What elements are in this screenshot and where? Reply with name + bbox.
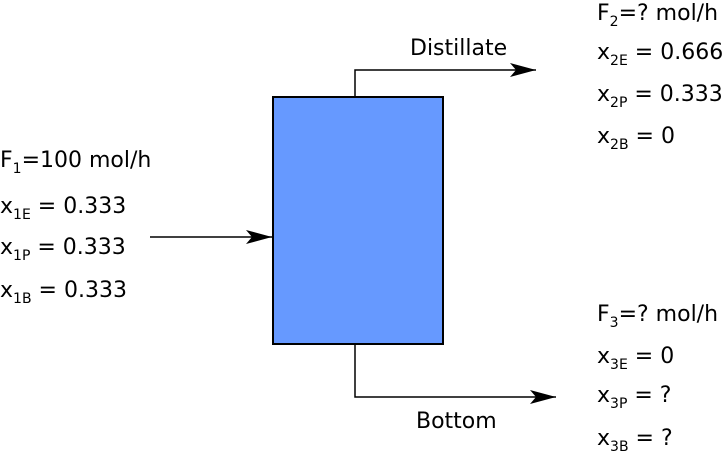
- feed-fraction-e: x1E = 0.333: [0, 194, 127, 223]
- feed-fraction-b: x1B = 0.333: [0, 278, 127, 307]
- distillate-arrow: [354, 63, 536, 97]
- distillate-label: Distillate: [410, 36, 508, 61]
- distillate-fraction-b: x2B = 0: [597, 124, 675, 153]
- bottom-fraction-e: x3E = 0: [597, 344, 675, 373]
- separation-unit: [272, 96, 444, 345]
- bottom-label: Bottom: [416, 409, 497, 434]
- feed-fraction-p: x1P = 0.333: [0, 235, 126, 264]
- distillate-fraction-p: x2P = 0.333: [597, 82, 723, 111]
- bottom-flow-label: F3=? mol/h: [597, 302, 719, 331]
- bottom-arrow: [354, 344, 556, 404]
- feed-flow-label: F1=100 mol/h: [0, 148, 152, 177]
- bottom-fraction-p: x3P = ?: [597, 383, 672, 412]
- bottom-fraction-b: x3B = ?: [597, 426, 673, 455]
- distillate-fraction-e: x2E = 0.666: [597, 40, 724, 69]
- distillate-flow-label: F2=? mol/h: [597, 1, 719, 30]
